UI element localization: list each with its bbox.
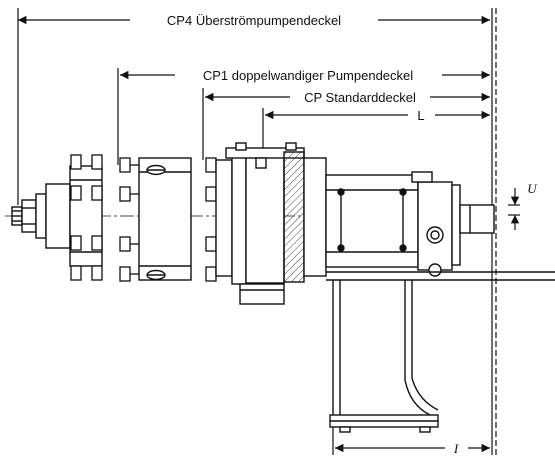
cp4-label: CP4 Überströmpumpendeckel	[167, 13, 341, 28]
bearing-bracket	[325, 171, 461, 277]
i-label: I	[453, 441, 459, 456]
pump-casing	[215, 142, 327, 305]
cp-standard-label: CP Standarddeckel	[304, 90, 416, 105]
u-label: U	[527, 181, 538, 196]
cp-standard-bolts	[205, 157, 217, 282]
cp1-label: CP1 doppelwandiger Pumpendeckel	[203, 68, 413, 83]
base-frame	[326, 271, 555, 433]
cp1-bolts	[119, 157, 139, 282]
cp4-bolts	[70, 154, 103, 281]
cp4-overflow-cover	[11, 165, 103, 267]
cp1-double-walled-cover	[138, 157, 192, 281]
shaft	[459, 204, 495, 234]
l-label: L	[417, 108, 424, 123]
